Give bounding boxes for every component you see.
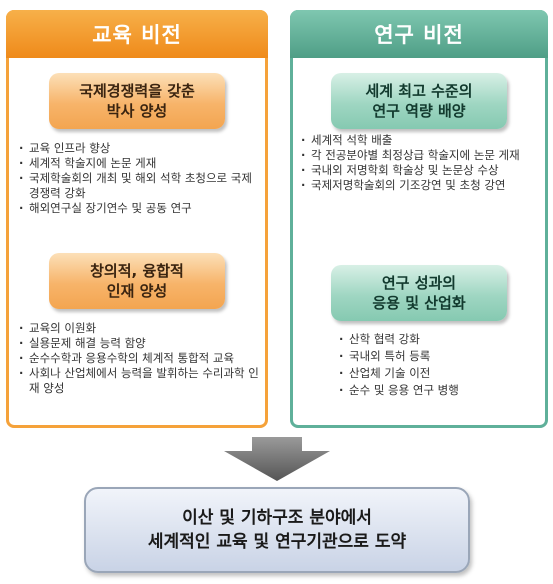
list-item: 실용문제 해결 능력 함양	[19, 336, 259, 351]
res-box2-list: 산학 협력 강화 국내외 특허 등록 산업체 기술 이전 순수 및 응용 연구 …	[339, 331, 539, 399]
education-vision-title: 교육 비전	[6, 10, 268, 58]
list-item: 세계적 석학 배출	[301, 133, 539, 148]
list-item: 국제저명학술회의 기조강연 및 초청 강연	[301, 178, 539, 193]
list-item: 각 전공분야별 최정상급 학술지에 논문 게재	[301, 148, 539, 163]
list-item: 교육의 이원화	[19, 321, 259, 336]
list-item: 산업체 기술 이전	[339, 365, 539, 382]
edu-box2: 창의적, 융합적 인재 양성	[49, 253, 225, 309]
list-item: 순수 및 응용 연구 병행	[339, 382, 539, 399]
res-box1: 세계 최고 수준의 연구 역량 배양	[331, 73, 507, 129]
list-item: 해외연구실 장기연수 및 공동 연구	[19, 201, 259, 216]
list-item: 산학 협력 강화	[339, 331, 539, 348]
list-item: 교육 인프라 향상	[19, 141, 259, 156]
res-box2-label: 연구 성과의 응용 및 산업화	[372, 274, 466, 312]
list-item: 순수수학과 응용수학의 체계적 통합적 교육	[19, 351, 259, 366]
list-item: 사회나 산업체에서 능력을 발휘하는 수리과학 인재 양성	[19, 366, 259, 396]
goal-line2: 세계적인 교육 및 연구기관으로 도약	[147, 532, 407, 552]
edu-box1: 국제경쟁력을 갖춘 박사 양성	[49, 73, 225, 129]
list-item: 국내외 저명학회 학술상 및 논문상 수상	[301, 163, 539, 178]
research-vision-panel: 연구 비전 세계 최고 수준의 연구 역량 배양 세계적 석학 배출 각 전공분…	[290, 10, 548, 428]
education-vision-panel: 교육 비전 국제경쟁력을 갖춘 박사 양성 교육 인프라 향상 세계적 학술지에…	[6, 10, 268, 428]
edu-box2-label: 창의적, 융합적 인재 양성	[90, 262, 184, 300]
res-box1-list: 세계적 석학 배출 각 전공분야별 최정상급 학술지에 논문 게재 국내외 저명…	[301, 133, 539, 193]
edu-box1-list: 교육 인프라 향상 세계적 학술지에 논문 게재 국제학술회의 개최 및 해외 …	[19, 141, 259, 216]
goal-box: 이산 및 기하구조 분야에서 세계적인 교육 및 연구기관으로 도약	[84, 487, 470, 573]
res-box1-label: 세계 최고 수준의 연구 역량 배양	[365, 82, 473, 120]
res-box2: 연구 성과의 응용 및 산업화	[331, 265, 507, 321]
list-item: 국내외 특허 등록	[339, 348, 539, 365]
research-vision-title: 연구 비전	[290, 10, 548, 58]
list-item: 국제학술회의 개최 및 해외 석학 초청으로 국제경쟁력 강화	[19, 171, 259, 201]
edu-box1-label: 국제경쟁력을 갖춘 박사 양성	[79, 82, 195, 120]
down-arrow-icon	[224, 437, 330, 481]
list-item: 세계적 학술지에 논문 게재	[19, 156, 259, 171]
edu-box2-list: 교육의 이원화 실용문제 해결 능력 함양 순수수학과 응용수학의 체계적 통합…	[19, 321, 259, 396]
goal-line1: 이산 및 기하구조 분야에서	[182, 508, 372, 528]
